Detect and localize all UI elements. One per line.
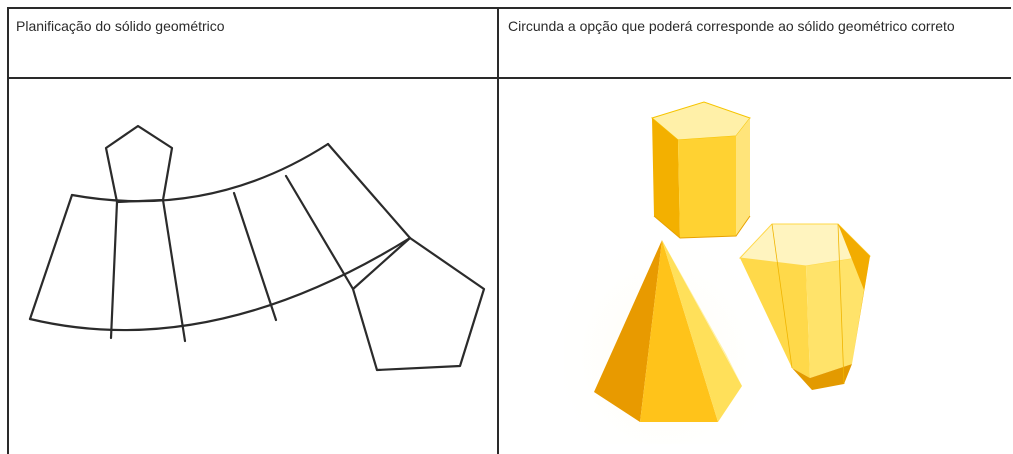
net-band-top-arc — [70, 142, 330, 203]
solid-options-figure — [504, 84, 1008, 448]
net-bottom-pentagon — [351, 236, 486, 372]
pentagonal-frustum-net-icon — [28, 124, 486, 372]
right-column-header: Circunda a opção que poderá corresponde … — [508, 18, 955, 34]
table-top-border — [7, 7, 1011, 9]
table-header-divider — [7, 77, 1011, 79]
pentagonal-prism-icon[interactable] — [650, 101, 751, 239]
left-column-header: Planificação do sólido geométrico — [16, 18, 225, 34]
net-band-bottom-arc — [28, 236, 412, 332]
solid-net-figure — [14, 84, 496, 448]
table-center-divider — [497, 7, 499, 454]
net-top-pentagon — [104, 124, 174, 204]
table-left-border — [7, 7, 9, 454]
pentagonal-frustum-icon[interactable] — [738, 223, 872, 390]
pentagonal-pyramid-icon[interactable] — [594, 240, 742, 422]
